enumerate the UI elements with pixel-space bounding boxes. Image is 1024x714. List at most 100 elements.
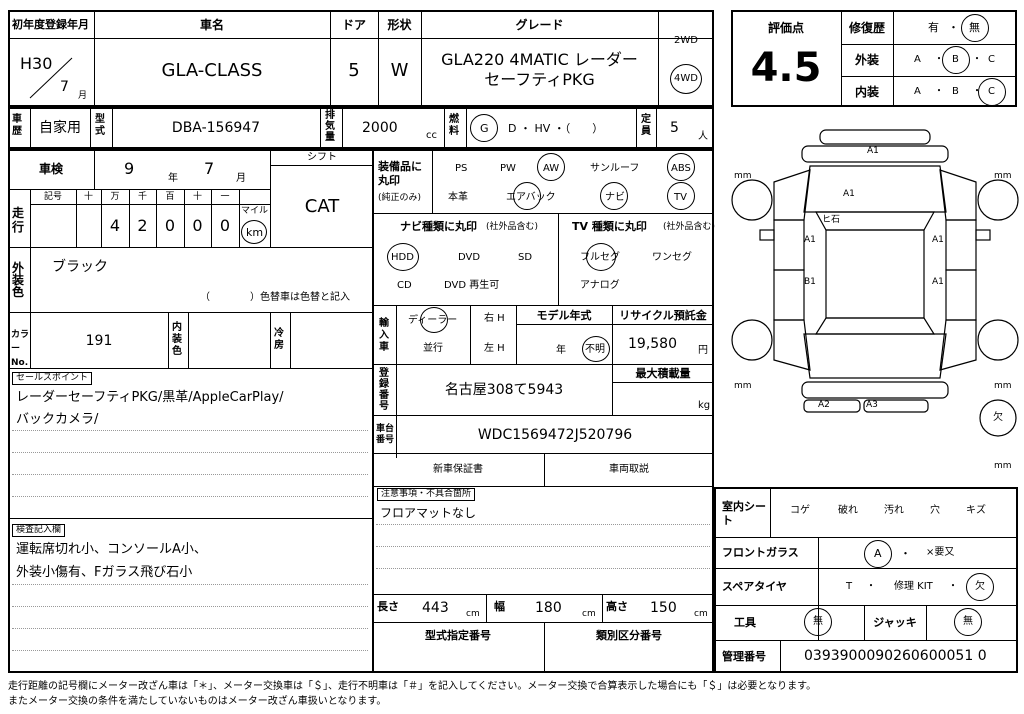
inspection-line: 外装小傷有、Fガラス飛び石小	[16, 565, 193, 580]
mileage-digit: 4	[109, 216, 121, 235]
notes-text: フロアマットなし	[380, 506, 477, 520]
equip-ps: PS	[455, 163, 468, 174]
exterior-grade: B	[952, 54, 959, 65]
grade-label: グレード	[515, 18, 564, 32]
score-label: 評価点	[767, 21, 804, 35]
mileage-label: 走行	[12, 206, 25, 234]
glass-label: フロントガラス	[722, 546, 799, 559]
sales-line: バックカメラ/	[16, 412, 99, 427]
length: 443	[422, 600, 449, 616]
first-reg-era: H30	[20, 54, 53, 73]
navi-cd: CD	[397, 280, 412, 291]
fuel-label: 燃料	[449, 114, 459, 137]
import-label: 輸入車	[379, 318, 389, 353]
equip-airbag: エアバック	[506, 192, 556, 203]
tv-analog: アナログ	[580, 280, 620, 291]
import-right: 右 H	[484, 313, 505, 324]
height-label: 高さ	[606, 600, 628, 613]
car-diagram	[731, 129, 1019, 437]
inspection-label: 検査記入欄	[12, 524, 66, 537]
usage-label: 車歴	[12, 114, 22, 137]
color-code-label: カラーNo.	[11, 330, 30, 368]
mileage-digit: 0	[164, 216, 176, 235]
notes-label: 注意事項・不具合箇所	[377, 488, 476, 501]
import-left: 左 H	[484, 343, 505, 354]
mileage-unit: km	[246, 226, 264, 239]
drive-4wd: 4WD	[674, 73, 698, 84]
color-label: 外装色	[12, 261, 25, 299]
tv-label: TV 種類に丸印	[572, 220, 647, 233]
interior-seat-label: 室内シート	[722, 500, 766, 527]
capacity-label: 定員	[641, 114, 651, 137]
inspect-month: 7	[204, 159, 215, 178]
shift: CAT	[304, 196, 340, 217]
footer-line1: 走行距離の記号欄にメーター改ざん車は「＊」、メーター交換車は「＄」、走行不明車は…	[8, 681, 817, 692]
navi-sd: SD	[518, 252, 533, 263]
mileage-digit: 0	[219, 216, 231, 235]
first-reg-label: 初年度登録年月	[12, 18, 89, 31]
interior-label: 内装	[854, 85, 879, 99]
warranty-doc: 新車保証書	[433, 464, 483, 475]
navi-hdd: HDD	[391, 252, 414, 263]
equip-abs: ABS	[671, 163, 691, 174]
center-box	[372, 149, 714, 673]
mileage-digit: 0	[192, 216, 203, 235]
spare-label: スペアタイヤ	[722, 580, 787, 593]
spare-value: 欠	[975, 581, 985, 592]
inspection-line: 運転席切れ小、コンソールA小、	[16, 542, 207, 557]
spare-missing-mark: 欠	[993, 412, 1003, 423]
height: 150	[650, 600, 677, 616]
recycle-value: 19,580	[628, 336, 677, 352]
car-name-label: 車名	[199, 18, 224, 32]
glass-grade: A	[874, 547, 882, 560]
class-number-label: 類別区分番号	[596, 629, 662, 642]
equip-leather: 本革	[448, 192, 468, 203]
mileage-sign-label: 記号	[43, 192, 62, 202]
width-label: 幅	[494, 600, 505, 613]
ac-label: 冷房	[274, 328, 284, 351]
tv-fullseg: フルセグ	[580, 252, 620, 263]
footer-line2: またメーター交換の条件を満たしていないものはメーター改ざん車扱いとなります。	[8, 696, 387, 707]
import-dealer: ディーラー	[408, 315, 458, 326]
jack-label: ジャッキ	[873, 616, 917, 629]
interior-grade: C	[988, 86, 995, 97]
repair-label: 修復歴	[848, 21, 885, 35]
right-table	[714, 487, 1018, 673]
equip-navi: ナビ	[605, 192, 625, 203]
date-slash	[29, 57, 73, 99]
model-year-label: モデル年式	[536, 309, 592, 322]
model-year-unknown: 不明	[585, 344, 605, 355]
recycle-label: リサイクル預託金	[619, 309, 707, 322]
first-reg-month: 7	[60, 79, 69, 95]
grade-line2: セーフティPKG	[484, 70, 595, 89]
type-number-label: 型式指定番号	[425, 629, 491, 642]
import-parallel: 並行	[423, 343, 443, 354]
mgmt-label: 管理番号	[722, 650, 766, 663]
tv-oneseg: ワンセグ	[652, 252, 692, 263]
grade-line1: GLA220 4MATIC レーダー	[441, 50, 638, 69]
capacity: 5	[670, 120, 679, 136]
color-code: 191	[85, 333, 113, 349]
reg-value: 名古屋308て5943	[444, 382, 564, 398]
color-value: ブラック	[52, 259, 108, 275]
usage: 自家用	[39, 120, 81, 136]
tools-value: 無	[813, 616, 823, 627]
exterior-label: 外装	[854, 53, 879, 67]
navi-label: ナビ種類に丸印	[400, 220, 477, 233]
length-label: 長さ	[377, 600, 399, 613]
car-name: GLA-CLASS	[161, 60, 263, 81]
sales-line: レーダーセーフティPKG/黒革/AppleCarPlay/	[16, 390, 284, 405]
displacement-label: 排気量	[325, 110, 335, 143]
manual-doc: 車両取説	[609, 464, 649, 475]
shape: W	[390, 60, 409, 81]
load-label: 最大積載量	[635, 367, 691, 380]
model-label: 型式	[95, 114, 105, 137]
interior-color-label: 内装色	[172, 322, 182, 357]
equip-tv: TV	[674, 192, 687, 203]
inspect-year: 9	[124, 159, 135, 178]
equip-aw: AW	[543, 163, 560, 174]
displacement: 2000	[362, 120, 398, 136]
score-value: 4.5	[750, 45, 822, 91]
mileage-digit: 2	[137, 216, 148, 235]
chassis-label: 車台番号	[376, 424, 395, 445]
